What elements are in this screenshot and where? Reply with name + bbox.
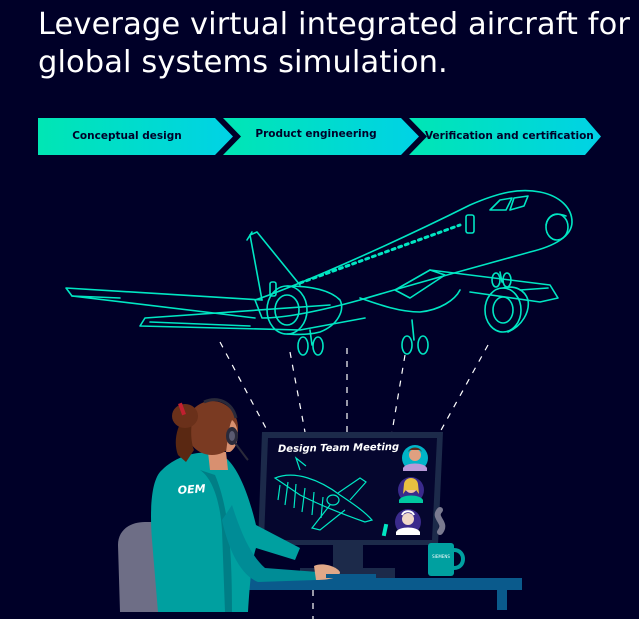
projection-lines [219, 341, 489, 619]
screen-plane-wireframe [273, 456, 374, 531]
headline-line-1: Leverage virtual integrated aircraft for [38, 7, 631, 42]
step-verification-certification: Verification and certification [425, 130, 594, 142]
process-steps-shapes [38, 118, 601, 155]
monitor-title: Design Team Meeting [278, 442, 399, 455]
participant-avatar-1 [402, 445, 428, 471]
jacket-oem-label: OEM [177, 482, 206, 497]
step-shape-conceptual [38, 118, 233, 155]
step-conceptual-design: Conceptual design [72, 130, 182, 142]
coffee-mug: SIEMENS [428, 507, 465, 576]
headline-line-2: global systems simulation. [38, 45, 448, 80]
airplane-wireframe [65, 189, 573, 356]
monitor: Design Team Meeting [258, 432, 443, 578]
headline: Leverage virtual integrated aircraft for… [38, 6, 631, 82]
person-oem: OEM [151, 398, 340, 612]
step-shape-verification [409, 118, 601, 155]
desk [230, 578, 522, 610]
step-shape-product [223, 118, 419, 155]
step-product-engineering: Product engineering [255, 128, 377, 140]
illustration-scene: Design Team Meeting [65, 189, 573, 619]
participant-avatar-3 [395, 509, 421, 535]
participant-avatar-2 [398, 477, 424, 503]
mug-logo: SIEMENS [432, 554, 450, 559]
keyboard [326, 574, 376, 578]
process-steps: Conceptual design Product engineering Ve… [38, 118, 603, 155]
